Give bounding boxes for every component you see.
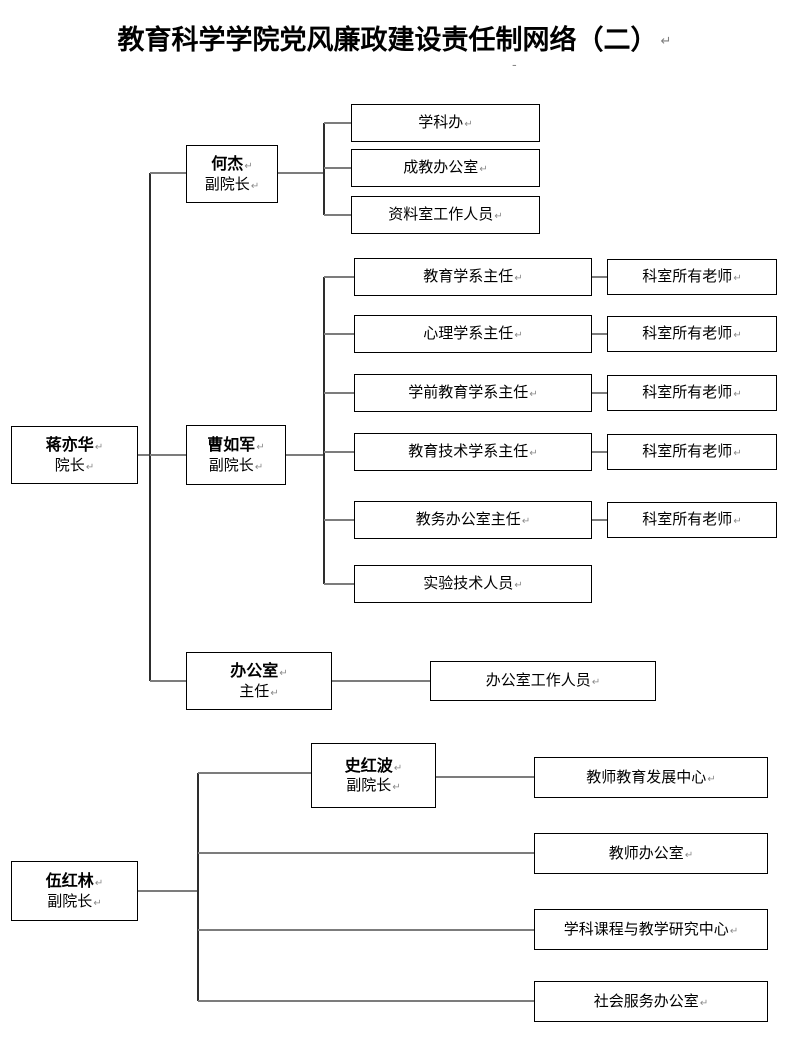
node-label: 科室所有老师↵ <box>642 383 742 402</box>
node-label: 教育学系主任↵ <box>423 267 523 286</box>
node-label: 办公室工作人员↵ <box>485 671 601 690</box>
node-jiaowubangongshi-zhuren[interactable]: 教务办公室主任↵ <box>354 501 592 539</box>
node-label: 资料室工作人员↵ <box>388 205 503 224</box>
page-title: 教育科学学院党风廉政建设责任制网络（二）↵ <box>0 18 789 57</box>
node-shehuifuwubangongshi[interactable]: 社会服务办公室↵ <box>534 981 768 1022</box>
node-ziliaoshi-gongzuorenyuan[interactable]: 资料室工作人员↵ <box>351 196 540 234</box>
node-keshi-laoshi-2[interactable]: 科室所有老师↵ <box>607 316 777 352</box>
node-wu-honglin[interactable]: 伍红林↵ 副院长↵ <box>11 861 138 921</box>
stray-dash-mark: - <box>512 58 517 73</box>
node-label: 教师办公室↵ <box>608 843 694 862</box>
node-keshi-laoshi-5[interactable]: 科室所有老师↵ <box>607 502 777 538</box>
node-cao-rujun[interactable]: 曹如军↵ 副院长↵ <box>186 425 286 485</box>
node-name: 办公室↵ <box>230 661 288 681</box>
node-jiaoshijiaoyufazhanzhongxin[interactable]: 教师教育发展中心↵ <box>534 757 768 798</box>
node-xueke-ban[interactable]: 学科办↵ <box>351 104 540 142</box>
node-title: 主任↵ <box>239 681 279 700</box>
node-bangongshi-gongzuorenyuan[interactable]: 办公室工作人员↵ <box>430 661 656 701</box>
node-keshi-laoshi-1[interactable]: 科室所有老师↵ <box>607 259 777 295</box>
node-label: 社会服务办公室↵ <box>593 991 709 1010</box>
node-label: 科室所有老师↵ <box>642 510 742 529</box>
node-name: 史红波↵ <box>344 755 403 775</box>
paragraph-mark-icon: ↵ <box>660 34 672 49</box>
node-xueqianjiaoyuxuexi-zhuren[interactable]: 学前教育学系主任↵ <box>354 374 592 412</box>
node-label: 学科课程与教学研究中心↵ <box>563 919 739 938</box>
node-name: 曹如军↵ <box>207 435 265 455</box>
node-title: 副院长↵ <box>346 776 401 795</box>
node-bangongshi-zhuren[interactable]: 办公室↵ 主任↵ <box>186 652 332 710</box>
node-jiaoshibangongshi[interactable]: 教师办公室↵ <box>534 833 768 874</box>
node-label: 科室所有老师↵ <box>642 267 742 286</box>
node-shi-hongbo[interactable]: 史红波↵ 副院长↵ <box>311 743 436 808</box>
node-label: 教务办公室主任↵ <box>415 510 531 529</box>
node-shiyanjishurenyuan[interactable]: 实验技术人员↵ <box>354 565 592 603</box>
node-title: 副院长↵ <box>208 455 264 474</box>
node-title: 副院长↵ <box>47 891 102 910</box>
node-keshi-laoshi-3[interactable]: 科室所有老师↵ <box>607 375 777 411</box>
node-label: 实验技术人员↵ <box>423 574 523 593</box>
node-name: 伍红林↵ <box>45 871 104 891</box>
node-label: 教师教育发展中心↵ <box>586 767 716 786</box>
page-title-text: 教育科学学院党风廉政建设责任制网络（二） <box>117 25 658 56</box>
node-he-jie[interactable]: 何杰↵ 副院长↵ <box>186 145 278 203</box>
node-label: 心理学系主任↵ <box>423 324 523 343</box>
node-title: 院长↵ <box>54 455 95 474</box>
node-root-jiang-yihua[interactable]: 蒋亦华↵ 院长↵ <box>11 426 138 484</box>
node-title: 副院长↵ <box>204 174 260 193</box>
node-name: 蒋亦华↵ <box>45 435 104 455</box>
node-label: 学前教育学系主任↵ <box>408 383 538 402</box>
node-label: 学科办↵ <box>418 113 473 132</box>
node-keshi-laoshi-4[interactable]: 科室所有老师↵ <box>607 434 777 470</box>
node-label: 教育技术学系主任↵ <box>408 442 538 461</box>
node-xinlixuexi-zhuren[interactable]: 心理学系主任↵ <box>354 315 592 353</box>
node-xuekekechengyujiaoxueyanjiuzhongxin[interactable]: 学科课程与教学研究中心↵ <box>534 909 768 950</box>
node-label: 成教办公室↵ <box>403 158 488 177</box>
node-chengjiao-bangongshi[interactable]: 成教办公室↵ <box>351 149 540 187</box>
node-jiaoyujishuxuexi-zhuren[interactable]: 教育技术学系主任↵ <box>354 433 592 471</box>
node-name: 何杰↵ <box>211 154 253 174</box>
node-jiaoyuxuexi-zhuren[interactable]: 教育学系主任↵ <box>354 258 592 296</box>
node-label: 科室所有老师↵ <box>642 324 742 343</box>
node-label: 科室所有老师↵ <box>642 442 742 461</box>
